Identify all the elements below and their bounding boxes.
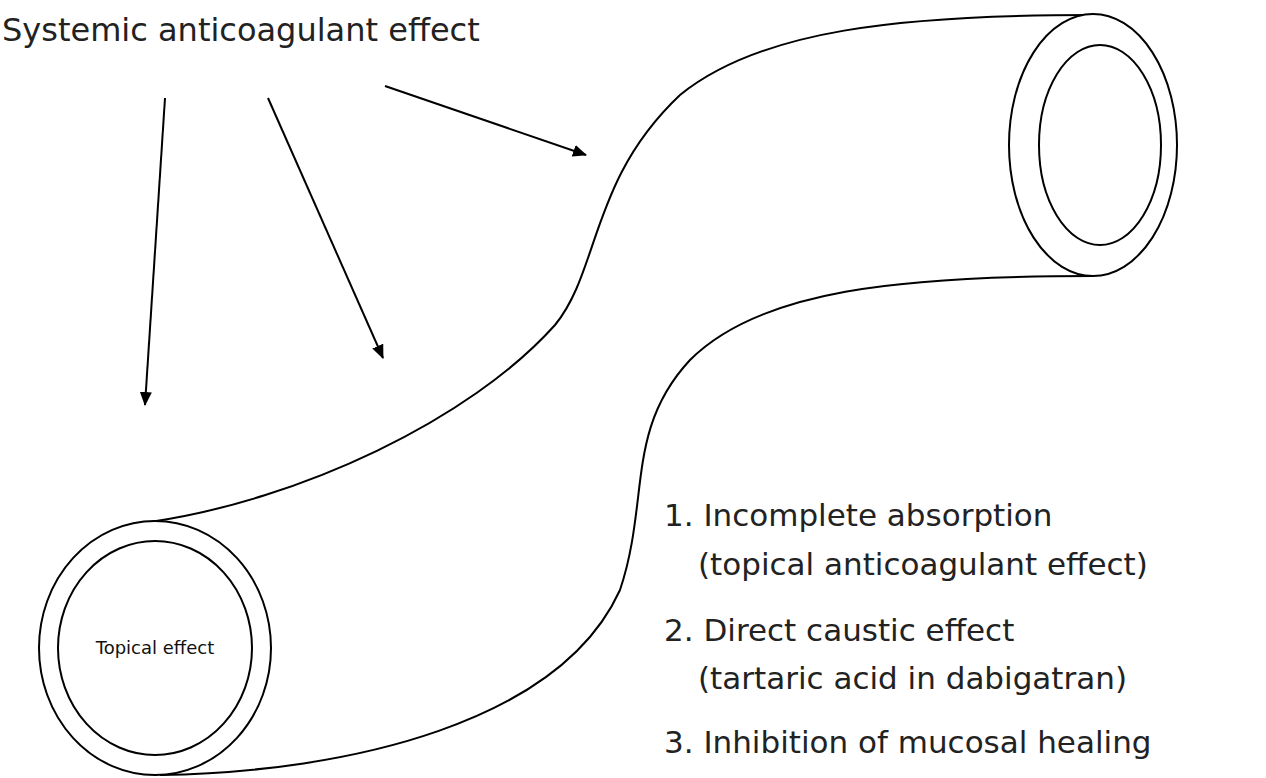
tube-end-outer [1009,14,1177,276]
topical-effect-circle: Topical effect [57,540,253,756]
tube-section-outer [39,521,271,775]
systemic-effect-label: Systemic anticoagulant effect [2,10,480,50]
node-text: Topical effect [94,637,217,659]
list-item: 1. Incomplete absorption [664,495,1052,535]
list-item: 2. Direct caustic effect [664,610,1014,650]
systemic-arrows [145,86,586,405]
tube-end-inner [1039,45,1161,245]
list-item: 3. Inhibition of mucosal healing [664,722,1151,762]
list-item-note: (topical anticoagulant effect) [698,544,1148,584]
list-item-note: (tartaric acid in dabigatran) [698,658,1127,698]
